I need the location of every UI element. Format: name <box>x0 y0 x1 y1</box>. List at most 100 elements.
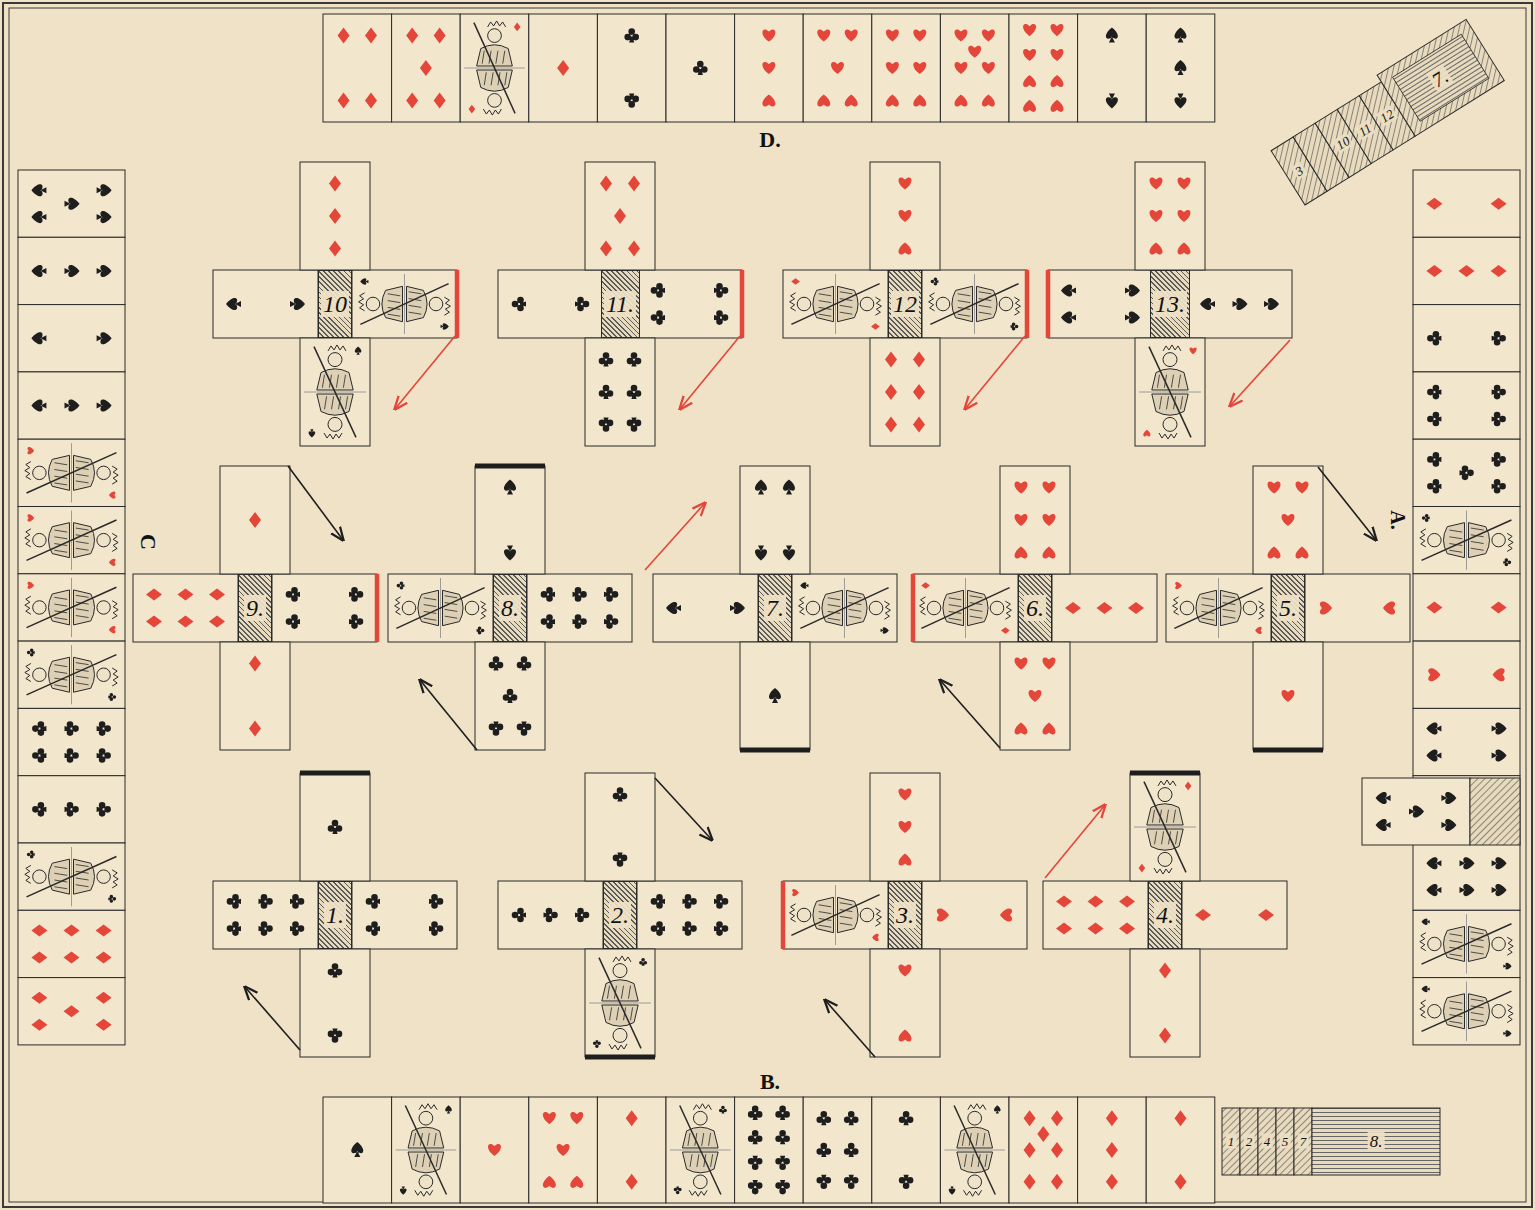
card-outline <box>18 978 125 1045</box>
suit-pip <box>209 588 225 600</box>
card-outline <box>1413 237 1520 304</box>
figure-head <box>1428 937 1441 950</box>
figure-shading <box>610 1007 612 1020</box>
figure-shading <box>617 1007 619 1020</box>
suit-pip <box>31 951 47 963</box>
figure-shading <box>949 598 962 600</box>
figure-shading <box>819 294 832 296</box>
card-outline <box>323 1097 392 1203</box>
suit-pip <box>31 184 46 196</box>
suit-pip <box>1376 792 1391 804</box>
figure-shading <box>505 72 507 85</box>
card-outline <box>735 14 804 122</box>
playing-card <box>940 14 1009 122</box>
pile-number-square: 1. <box>318 881 352 949</box>
suit-pip <box>1460 884 1475 896</box>
suit-pip <box>627 385 642 399</box>
figure-head <box>1492 1005 1505 1018</box>
suit-pip <box>886 94 899 106</box>
figure-crown <box>444 297 450 315</box>
pile-mark: 2 <box>1244 1134 1255 1149</box>
figure-shading <box>819 912 832 914</box>
figure-shading <box>76 885 89 887</box>
figure-head <box>1243 601 1257 615</box>
figure-head <box>797 908 811 922</box>
figure-body <box>48 590 69 625</box>
suit-pip <box>1422 514 1430 522</box>
figure-spear <box>27 453 117 493</box>
suit-pip <box>937 908 949 921</box>
suit-pip <box>831 62 844 74</box>
playing-card <box>18 305 125 372</box>
card-outline <box>1305 574 1410 642</box>
suit-pip <box>1427 385 1441 400</box>
playing-card <box>585 949 655 1057</box>
suit-pip <box>719 1106 727 1114</box>
figure-crown <box>1258 601 1264 619</box>
card-outline <box>1135 338 1205 446</box>
pointer-arrow <box>395 336 455 409</box>
pile-number-square: 12 <box>888 270 922 338</box>
playing-card <box>1413 305 1520 372</box>
pile-number: 8. <box>499 595 521 621</box>
figure-body <box>408 1152 444 1173</box>
playing-card <box>872 14 941 122</box>
figure-spear <box>954 1105 995 1194</box>
playing-card <box>1146 14 1215 122</box>
figure-shading <box>414 1133 416 1146</box>
suit-pip <box>1037 1126 1049 1142</box>
card-outline <box>872 14 941 122</box>
figure-crown <box>328 345 346 351</box>
suit-pip <box>1051 1142 1063 1158</box>
figure-body <box>838 897 859 932</box>
playing-card <box>18 574 125 641</box>
figure-shading <box>958 301 971 303</box>
playing-card <box>666 14 735 122</box>
figure-shading <box>1471 945 1484 947</box>
pointer-arrow <box>1230 340 1290 406</box>
figure-shading <box>1152 810 1154 823</box>
card-outline <box>783 881 888 949</box>
figure-spear <box>1422 991 1512 1031</box>
suit-pip <box>886 30 899 42</box>
suit-pip <box>31 1019 47 1031</box>
figure-head <box>33 668 46 681</box>
playing-card <box>637 270 742 338</box>
suit-pip <box>1175 1110 1187 1126</box>
figure-shading <box>1202 605 1215 607</box>
suit-pip <box>429 894 443 909</box>
side-letter: B. <box>760 1071 780 1093</box>
suit-pip <box>1281 690 1294 702</box>
playing-card <box>1009 1097 1078 1203</box>
suit-pip <box>899 1111 914 1125</box>
suit-pip <box>328 1028 343 1042</box>
figure-shading <box>76 663 89 665</box>
figure-shading <box>979 312 992 314</box>
figure-crown <box>964 1190 982 1196</box>
figure-crown <box>419 1104 437 1110</box>
side-letter: D. <box>759 129 780 151</box>
figure-shading <box>1202 598 1215 600</box>
suit-pip <box>27 514 34 521</box>
suit-pip <box>96 951 112 963</box>
suit-pip <box>1042 722 1055 734</box>
suit-pip <box>97 400 112 412</box>
figure-body <box>1469 994 1490 1029</box>
suit-pip <box>1409 805 1424 817</box>
suit-pip <box>1051 24 1064 36</box>
card-outline <box>300 949 370 1057</box>
figure-head <box>1428 533 1441 546</box>
figure-spear <box>599 958 641 1049</box>
suit-pip <box>441 323 449 330</box>
suit-pip <box>517 721 532 735</box>
suit-pip <box>360 278 368 285</box>
figure-shading <box>54 618 67 620</box>
figure-shading <box>819 905 832 907</box>
figure-shading <box>1449 550 1462 552</box>
red-bar <box>911 574 916 642</box>
pile-strip <box>1222 1108 1240 1175</box>
pile-strip <box>1294 1108 1312 1175</box>
suit-pip <box>1065 602 1081 614</box>
suit-pip <box>557 60 569 76</box>
red-bar <box>375 574 380 642</box>
